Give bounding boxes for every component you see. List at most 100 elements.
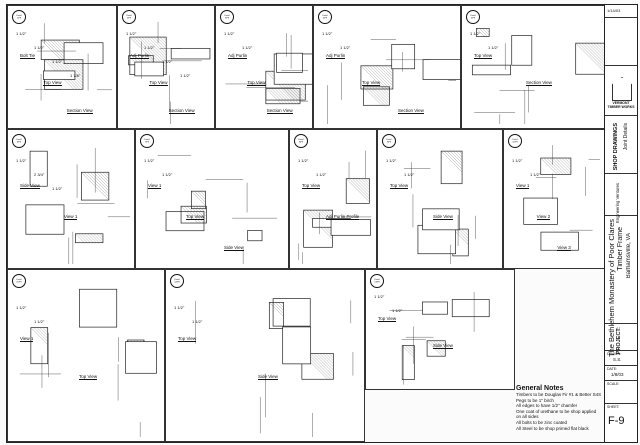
dimension-text: 1 1/2" [242,44,253,50]
view-label: Side View [224,244,244,251]
dimension-text: 1 1/2" [386,158,397,163]
hatch-line [74,59,84,69]
dimension-text: 1 1/2" [224,30,235,36]
view-label: Section View [398,107,424,114]
detail-callout: Detail 5/F9 [466,10,480,24]
dimension-text: 1 1/2" [530,172,541,177]
detail-drawing [298,150,372,264]
dimension-text: 1 1/2" [340,44,351,50]
hatch-line [159,36,167,44]
hatch-line [42,327,48,333]
detail-drawing [389,292,490,385]
timber-member [360,65,394,90]
hatch-line [552,157,570,175]
date: 1/8/03 [611,372,624,377]
hatch-line [453,151,463,161]
hatch-line [546,157,564,175]
detail-drawing [128,21,211,124]
hatch-line [584,43,604,63]
engineer: Engineering Ventures [615,183,620,224]
callout-text: Detail 9/F9 [386,138,392,144]
hatch-line [387,65,394,71]
hatch-line [281,302,284,305]
hatch-line [363,65,388,90]
date-label: DATE: [607,367,618,371]
hatch-line [68,59,84,75]
hatch-line [467,228,469,230]
detail-drawing [19,288,157,437]
hatch-line [90,233,100,243]
detail-callout: Detail 10/F9 [508,134,522,148]
view-label: View 1 [20,335,34,342]
hatch-line [369,86,388,106]
tb-divider [605,350,637,351]
detail-callout: Detail 4/F9 [318,10,332,24]
hatch-line [596,43,604,51]
dimension-text: 1 7/8" [70,72,81,78]
hatch-line [476,28,485,37]
timber-member [63,42,104,65]
dimension-text: 1 1/2" [162,172,173,177]
hatch-line [581,43,604,66]
hatch-line [141,36,167,62]
callout-text: Detail 2/F9 [126,14,132,20]
dimension-text: 1 1/2" [298,158,309,163]
hatch-line [149,55,154,60]
hatch-line [372,65,394,86]
view-label: Bolt Tie [20,53,36,60]
timber-member [523,197,558,225]
dimension-text: 1 1/2" [180,72,191,78]
hatch-line [81,233,91,243]
dimension-text: 1 1/2" [144,44,155,50]
hatch-line [191,191,206,206]
hatch-line [441,340,446,345]
dimension-text: 1 1/2" [404,172,415,177]
tb-divider [605,365,637,366]
tb-divider [605,115,637,116]
view-label: Top View [302,183,321,190]
view-label: Section View [66,107,93,114]
tb-divider [605,403,637,404]
hatch-line [180,206,198,224]
view-label: Section View [168,107,195,114]
hatch-line [286,88,301,102]
detail-callout: Detail 13/F9 [370,274,384,288]
view-label: Top View [378,315,397,322]
timber-member [362,86,390,106]
hatch-line [71,59,84,72]
hatch-line [90,172,109,191]
timber-member [165,211,205,232]
note-line: Pegs to be 1" birch [516,397,554,403]
hatch-line [543,157,561,175]
hatch-line [62,59,84,81]
timber-member [282,326,312,365]
hatch-line [456,151,463,158]
hatch-line [147,36,167,56]
view-label: View 1 [148,183,162,190]
tb-divider [605,65,637,66]
hatch-line [269,302,284,317]
hatch-line [102,233,104,235]
hatch-line [432,340,446,354]
hatch-line [310,353,334,377]
hatch-line [80,59,84,63]
detail-drawing [25,148,130,264]
detail-drawing [195,298,354,437]
notes-title: General Notes [516,385,564,392]
tb-divider [605,323,637,324]
detail-drawing [523,145,600,251]
revision-date: 1/14/03 [607,8,621,13]
view-label: Top View [362,80,381,87]
hatch-line [367,178,370,181]
hatch-line [567,157,572,162]
hatch-line [268,71,298,101]
view-label: Side View [433,342,453,349]
dimension-text: 1 1/2" [16,30,27,36]
hatch-line [278,302,284,308]
hatch-line [555,157,572,174]
hatch-line [99,233,104,238]
timber-member [511,35,533,66]
